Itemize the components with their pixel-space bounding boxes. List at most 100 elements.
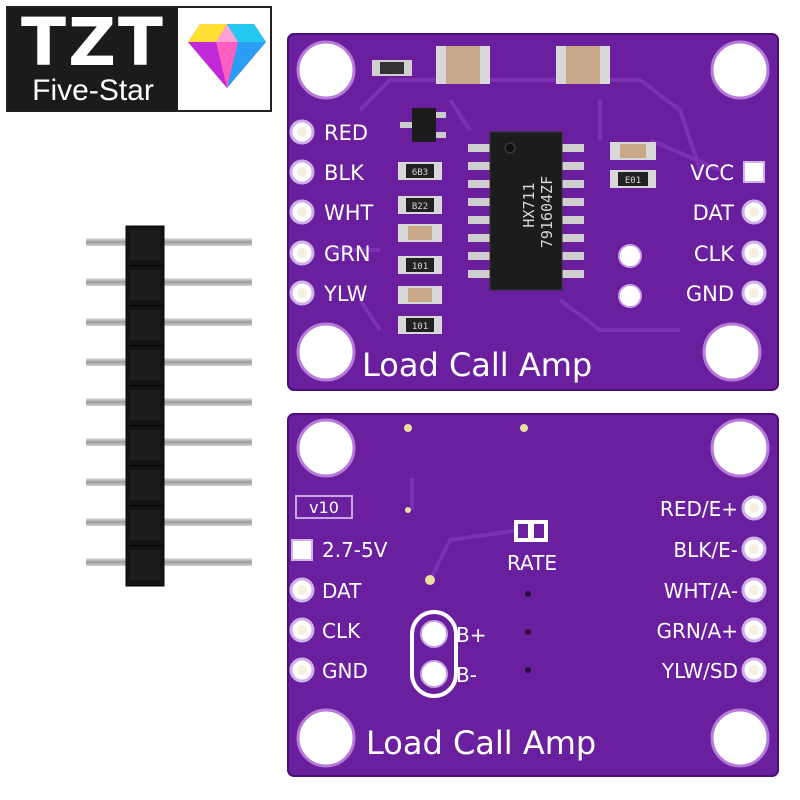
capacitor-small [398, 224, 442, 242]
b-minus-label: B- [456, 663, 477, 687]
mount-hole [296, 708, 356, 768]
back-pin-label-grn-a-plus: GRN/A+ [656, 619, 738, 643]
header-pin [86, 318, 252, 326]
chip-pin [468, 180, 490, 188]
voltage-label: 2.7-5V [322, 538, 388, 562]
hx711-chip: HX711 791604ZF [468, 131, 584, 291]
header-pin [86, 438, 252, 446]
back-pin-label-gnd: GND [322, 659, 368, 683]
resistor: B22 [398, 196, 442, 214]
pad-hole [749, 585, 759, 595]
header-block-face [130, 510, 160, 540]
b-channel-pads [410, 610, 458, 698]
back-pin-label-wht-a-minus: WHT/A- [664, 579, 738, 603]
svg-text:B22: B22 [412, 202, 428, 212]
mount-hole [710, 708, 770, 768]
resistor: E01 [610, 170, 656, 188]
pad-hole [297, 585, 307, 595]
chip-pin [562, 162, 584, 170]
header-block-face [130, 310, 160, 340]
pad-hole [297, 127, 307, 137]
chip-pin [468, 252, 490, 260]
pad-hole [749, 665, 759, 675]
header-pin [86, 518, 252, 526]
pad-hole [297, 207, 307, 217]
pad-hole [297, 167, 307, 177]
pin-label-vcc: VCC [690, 161, 734, 185]
chip-pin [468, 162, 490, 170]
header-block-face [130, 230, 160, 260]
mount-hole [296, 40, 356, 100]
pad-hole [297, 248, 307, 258]
pin-label-gnd: GND [686, 282, 734, 306]
square-pad [291, 539, 313, 561]
b-plus-label: B+ [456, 623, 486, 647]
chip-pin [562, 216, 584, 224]
rate-jumper [514, 520, 548, 542]
chip-pin [562, 234, 584, 242]
header-pin [86, 358, 252, 366]
resistor: 101 [398, 316, 442, 334]
resistor: 101 [398, 256, 442, 274]
pad-hole [749, 503, 759, 513]
pin-label-blk: BLK [324, 161, 365, 185]
mount-hole [702, 322, 762, 382]
chip-pin [468, 216, 490, 224]
mount-hole [710, 40, 770, 100]
chip-pin [562, 270, 584, 278]
pin-label-wht: WHT [324, 201, 374, 225]
pad-hole [749, 544, 759, 554]
pad-hole [749, 248, 759, 258]
svg-text:101: 101 [412, 322, 428, 332]
pad-hole [297, 665, 307, 675]
pad-hole [749, 288, 759, 298]
pad-hole [749, 207, 759, 217]
chip-pin [562, 252, 584, 260]
header-pin [86, 558, 252, 566]
logo-brand-text: TZT [21, 4, 165, 81]
svg-text:E01: E01 [625, 176, 641, 186]
header-block-face [130, 550, 160, 580]
pad-hole [749, 625, 759, 635]
logo-badge: TZT Five-Star [8, 4, 178, 110]
header-block-face [130, 270, 160, 300]
diamond-icon [188, 24, 266, 88]
pin-label-ylw: YLW [323, 282, 368, 306]
chip-marking-2: 791604ZF [538, 176, 556, 248]
chip-pin [468, 198, 490, 206]
header-pin [86, 238, 252, 246]
header-pin [86, 278, 252, 286]
pin-label-clk: CLK [694, 242, 735, 266]
chip-pin [468, 270, 490, 278]
chip-pin [468, 144, 490, 152]
mount-hole [296, 322, 356, 382]
chip-pin [562, 180, 584, 188]
pin-label-grn: GRN [324, 242, 371, 266]
pad-hole [297, 625, 307, 635]
back-board-title: Load Call Amp [366, 724, 596, 762]
pin-label-dat: DAT [693, 201, 735, 225]
chip-marking-1: HX711 [520, 182, 538, 227]
front-board-title: Load Call Amp [362, 346, 592, 384]
front-board: HX711 791604ZF 6B3 B22 101 101 [287, 33, 779, 391]
capacitor-small [398, 286, 442, 304]
header-block-face [130, 470, 160, 500]
capacitor [556, 46, 610, 84]
back-pin-label-ylw-sd: YLW/SD [661, 659, 738, 683]
back-pin-label-dat: DAT [322, 579, 362, 603]
svg-text:101: 101 [412, 262, 428, 272]
pad-hole [297, 288, 307, 298]
header-block-face [130, 390, 160, 420]
chip-pin [562, 198, 584, 206]
mount-hole [296, 418, 356, 478]
back-pin-label-red-e-plus: RED/E+ [660, 497, 738, 521]
back-board: v10 RATE 2.7-5V DAT CLK GND RED/E+ BLK/E… [287, 413, 779, 777]
pin-header [86, 225, 252, 587]
mount-hole [710, 418, 770, 478]
header-block-face [130, 430, 160, 460]
header-pin [86, 398, 252, 406]
svg-text:6B3: 6B3 [412, 168, 428, 178]
header-block-face [130, 350, 160, 380]
header-pin [86, 478, 252, 486]
